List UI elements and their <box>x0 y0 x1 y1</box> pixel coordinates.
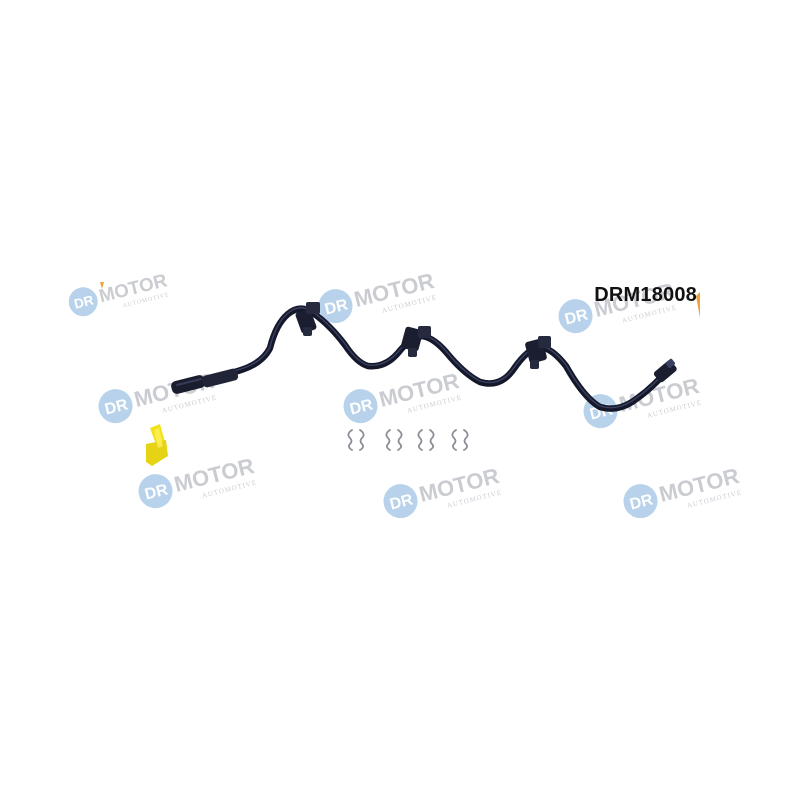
watermark-badge <box>98 389 133 424</box>
watermark-badge <box>138 474 173 509</box>
watermark-badge-text: DR <box>323 296 350 318</box>
watermark-badge-text: DR <box>143 481 170 503</box>
left-connector <box>171 368 239 394</box>
t-connector-2 <box>401 326 431 357</box>
clip-2 <box>385 429 403 451</box>
watermark-badge <box>318 289 353 324</box>
part-number-label: DRM18008 <box>594 284 697 306</box>
watermark-badge <box>558 299 593 334</box>
fuel-hose-assembly <box>171 302 677 412</box>
clip-3 <box>417 429 435 451</box>
yellow-protective-cap <box>146 424 168 466</box>
watermark-badge-text: DR <box>348 396 375 418</box>
watermark-badge-text: DR <box>72 292 95 311</box>
watermark-badge-text: DR <box>628 491 655 513</box>
right-connector <box>653 358 677 383</box>
t-connector-3 <box>525 336 551 369</box>
orange-accent-right <box>696 292 700 318</box>
clip-1 <box>347 429 365 451</box>
orange-accent-left <box>100 282 104 289</box>
watermark-badge <box>68 287 98 317</box>
watermark-badge <box>623 484 658 519</box>
t-connector-1 <box>295 302 320 336</box>
watermark-badge <box>343 389 378 424</box>
watermark-badge-text: DR <box>388 491 415 513</box>
watermark-badge-text: DR <box>103 396 130 418</box>
watermark-badge <box>383 484 418 519</box>
hose-highlight <box>204 307 665 409</box>
watermark-badge-text: DR <box>563 306 590 328</box>
retaining-clips <box>347 429 469 451</box>
clip-4 <box>451 429 469 451</box>
